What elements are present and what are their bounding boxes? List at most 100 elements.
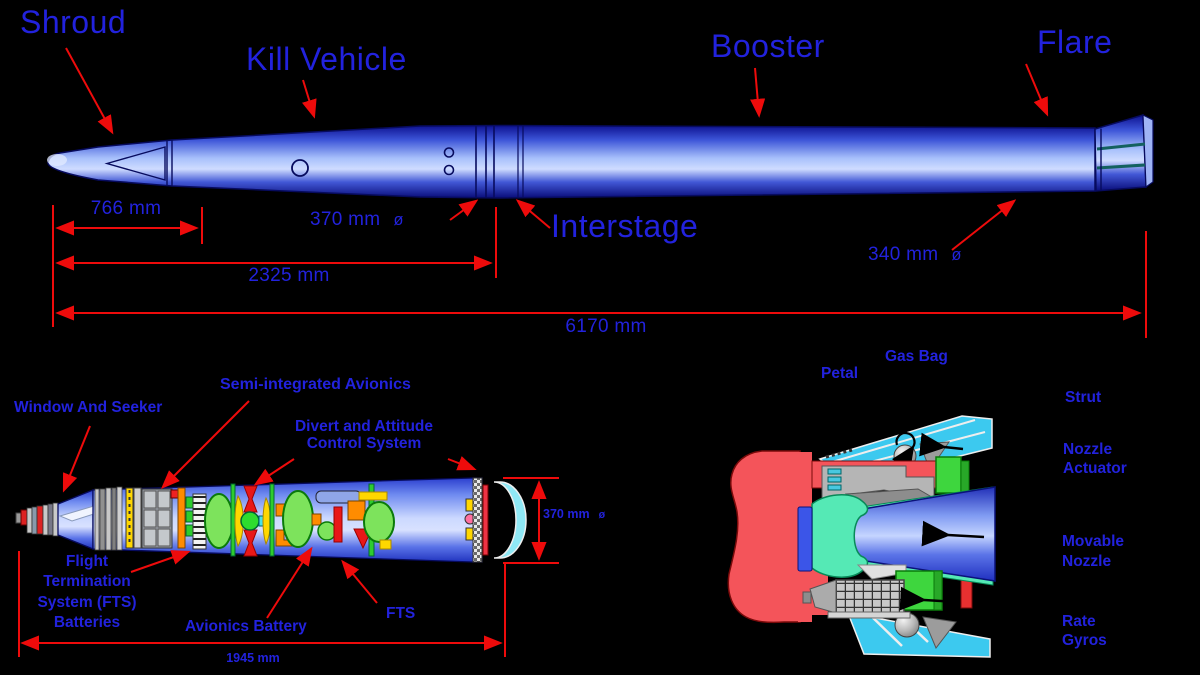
dacs-valve <box>240 511 260 531</box>
avionics-boxes <box>141 488 179 549</box>
label-nozzle-actuator: Nozzle Actuator <box>1063 440 1127 479</box>
gray-ring <box>133 487 142 549</box>
label-dacs-line2: Control System <box>306 434 422 452</box>
orange-ring <box>177 487 186 549</box>
nose-highlight <box>47 154 67 166</box>
booster-joint-rings <box>517 126 524 198</box>
red-column <box>333 506 343 543</box>
label-fts-batteries: Flight Termination System (FTS) Batterie… <box>26 552 148 634</box>
label-nozzle-actuator-line1: Nozzle <box>1063 441 1113 458</box>
vent-circle-upper <box>443 147 455 158</box>
label-fts-batteries-line1: Flight <box>65 553 109 570</box>
orange-box-3 <box>347 500 366 521</box>
strut-pointer-arrow <box>919 432 964 457</box>
semi-avionics-arrow <box>160 400 250 490</box>
shroud-joint-lines <box>166 140 173 186</box>
nozzle-motion-arrow <box>921 520 985 547</box>
label-fts-batteries-line3: System (FTS) <box>37 593 137 611</box>
kv-port-circle <box>291 159 309 177</box>
label-rate-gyros: Rate Gyros <box>1062 612 1107 651</box>
label-avionics-battery: Avionics Battery <box>185 618 307 635</box>
fts-batteries-arrow <box>130 550 191 573</box>
missile-side-view <box>47 47 1154 338</box>
dim-766-label: 766 mm <box>90 198 162 219</box>
label-movable-nozzle-line1: Movable <box>1062 533 1125 550</box>
label-interstage: Interstage <box>551 208 699 244</box>
shroud-arrow <box>65 47 114 135</box>
rate-gyro-package <box>802 579 911 619</box>
label-window-and-seeker: Window And Seeker <box>14 399 163 416</box>
kill-vehicle-arrow <box>302 79 317 119</box>
throat-insert <box>797 506 813 572</box>
label-fts: FTS <box>386 605 416 622</box>
interstage-arrow <box>515 199 551 229</box>
dia-340-arrow <box>951 199 1017 251</box>
kv-aft-ring <box>464 477 527 563</box>
yellow-rail <box>358 491 388 501</box>
label-strut: Strut <box>1065 389 1102 406</box>
label-petal: Petal <box>821 365 859 382</box>
flare-arrow <box>1025 63 1049 117</box>
booster-nozzle-cutaway <box>727 415 996 658</box>
label-dacs-line1: Divert and Attitude <box>294 418 434 435</box>
rotation-arrow <box>891 431 916 472</box>
leader-arrows <box>65 47 1049 251</box>
petal-wedge-bottom <box>922 616 957 649</box>
diameter-symbol: ø <box>598 509 606 521</box>
dim-2325-label: 2325 mm <box>248 265 330 286</box>
missile-body <box>47 124 1096 199</box>
label-rate-gyros-line2: Gyros <box>1062 632 1107 650</box>
label-movable-nozzle-line2: Nozzle <box>1062 553 1112 571</box>
label-shroud: Shroud <box>20 4 127 40</box>
green-stack <box>185 496 194 537</box>
label-gas-bag: Gas Bag <box>885 348 948 365</box>
dim-1945-label: 1945 mm <box>226 651 280 665</box>
label-fts-batteries-line4: Batteries <box>53 614 121 632</box>
label-flare: Flare <box>1037 24 1113 60</box>
label-fts-batteries-line2: Termination <box>43 573 131 591</box>
dim-6170-label: 6170 mm <box>565 316 647 337</box>
diameter-symbol: ø <box>951 246 962 264</box>
kv-dimension-lines <box>18 477 559 657</box>
propellant-tank-2 <box>282 490 314 548</box>
label-semi-integrated-avionics: Semi-integrated Avionics <box>220 376 411 393</box>
vent-circle-lower <box>443 164 455 176</box>
kill-vehicle-cutaway <box>15 400 559 657</box>
avionics-battery-sphere <box>317 521 337 541</box>
green-bulkhead-2 <box>269 483 275 557</box>
dacs-arrow-2 <box>447 456 477 471</box>
propellant-tank-3 <box>363 501 395 543</box>
nozzle-throat <box>811 494 869 578</box>
label-rate-gyros-line1: Rate <box>1062 613 1096 630</box>
label-movable-nozzle: Movable Nozzle <box>1062 532 1124 572</box>
green-bulkhead-1 <box>230 483 236 557</box>
propellant-tank-1 <box>204 493 234 549</box>
actuator-motion-arrow <box>899 586 959 611</box>
seeker-ring-stack <box>94 486 123 551</box>
window-seeker-arrow <box>62 425 91 493</box>
orange-box-2 <box>311 513 322 526</box>
dacs-arrow-1 <box>253 458 295 486</box>
label-dacs: Divert and Attitude Control System <box>276 418 452 452</box>
shroud-seam-triangle <box>104 146 166 181</box>
yellow-block <box>379 539 392 550</box>
flare-section <box>1094 114 1154 192</box>
dia-370-arrow <box>449 199 479 221</box>
diameter-symbol: ø <box>393 211 404 229</box>
fts-arrow <box>341 559 378 604</box>
label-booster: Booster <box>711 28 825 64</box>
label-nozzle-actuator-line2: Actuator <box>1063 460 1127 478</box>
dacs-thrusters <box>243 485 258 557</box>
lower-strut-case <box>846 608 991 658</box>
avionics-battery-arrow <box>266 546 313 619</box>
dimension-lines <box>52 205 1147 338</box>
label-kill-vehicle: Kill Vehicle <box>246 41 407 77</box>
kv-leader-arrows <box>62 400 477 619</box>
booster-arrow <box>750 67 766 118</box>
yellow-lens-1 <box>234 494 244 548</box>
seeker-nose-bands <box>26 502 59 537</box>
